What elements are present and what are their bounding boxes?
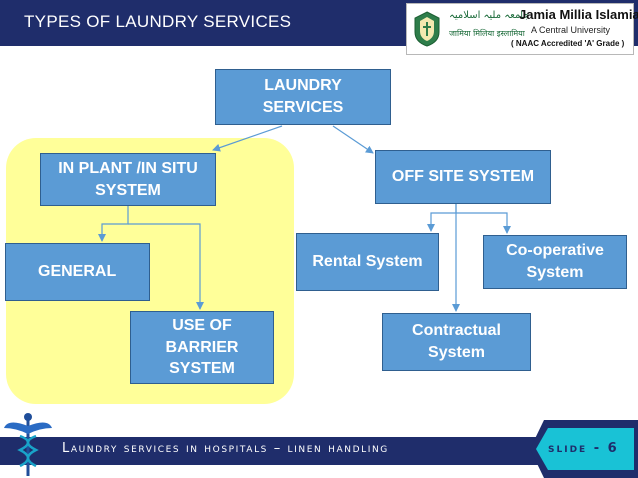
- in-plant-node: IN PLANT /IN SITU SYSTEM: [40, 153, 216, 206]
- barrier-node-line2: BARRIER: [165, 338, 239, 356]
- general-node-label: GENERAL: [38, 263, 117, 281]
- logo-accreditation: ( NAAC Accredited 'A' Grade ): [511, 39, 625, 48]
- barrier-node-line1: USE OF: [172, 317, 232, 335]
- rental-node: Rental System: [296, 233, 439, 291]
- slide-number: slide - 6: [548, 441, 619, 456]
- logo-subtitle: A Central University: [531, 25, 611, 35]
- cooperative-node-line1: Co-operative: [506, 242, 604, 260]
- university-seal-icon: [414, 11, 440, 47]
- general-node: GENERAL: [5, 243, 150, 301]
- logo-urdu-text: جامعہ ملیہ اسلامیہ: [449, 10, 530, 21]
- slide-number-badge: [530, 420, 638, 478]
- caduceus-icon: [4, 413, 52, 476]
- contractual-node: Contractual System: [382, 313, 531, 371]
- rental-node-label: Rental System: [312, 253, 423, 271]
- root-node-line1: LAUNDRY: [264, 77, 342, 95]
- off-site-node: OFF SITE SYSTEM: [375, 150, 551, 204]
- contractual-node-line1: Contractual: [412, 322, 501, 340]
- cooperative-node: Co-operative System: [483, 235, 627, 289]
- in-plant-node-line1: IN PLANT /IN SITU: [58, 159, 198, 177]
- logo-hindi-text: जामिया मिलिया इस्लामिया: [449, 29, 525, 38]
- root-node: LAUNDRY SERVICES: [215, 69, 391, 125]
- in-plant-node-line2: SYSTEM: [95, 181, 161, 199]
- connector-root-offsite: [332, 125, 374, 154]
- barrier-node-line3: SYSTEM: [169, 360, 235, 378]
- connector-offsite-coop: [456, 212, 511, 234]
- off-site-node-label: OFF SITE SYSTEM: [391, 168, 535, 186]
- slide-title: TYPES OF LAUNDRY SERVICES: [24, 12, 292, 31]
- footer-text: Laundry services in hospitals – linen ha…: [62, 441, 389, 456]
- connector-inplant-barrier: [128, 223, 204, 310]
- barrier-node: USE OF BARRIER SYSTEM: [130, 311, 274, 384]
- connector-offsite-rental: [427, 204, 457, 232]
- university-logo: جامعہ ملیہ اسلامیہ जामिया मिलिया इस्लामि…: [406, 3, 638, 55]
- contractual-node-line2: System: [428, 344, 485, 361]
- connector-inplant-general: [98, 206, 129, 242]
- logo-name: Jamia Millia Islamia: [519, 7, 638, 22]
- root-node-line2: SERVICES: [262, 99, 344, 116]
- connector-root-inplant: [212, 125, 283, 152]
- cooperative-node-line2: System: [526, 264, 584, 281]
